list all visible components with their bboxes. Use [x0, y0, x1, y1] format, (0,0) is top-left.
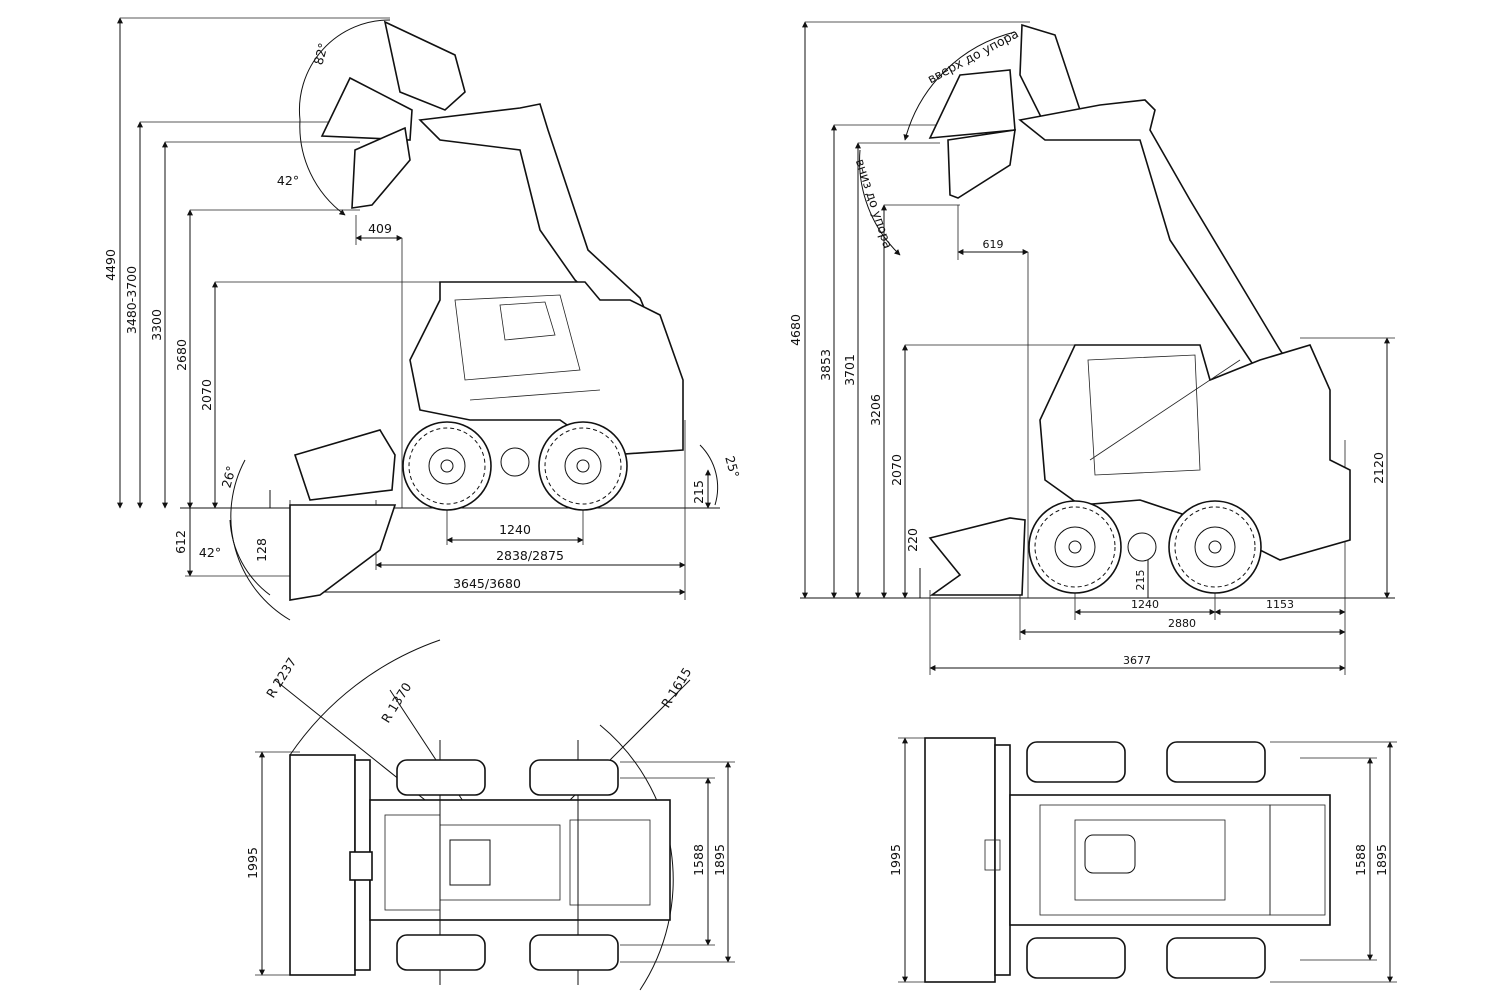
- side-view-right: 4680 3853 3701 3206 2070 220 2120 вверх …: [788, 21, 1395, 675]
- length-label: 1240: [1131, 598, 1159, 611]
- height-label: 2120: [1371, 452, 1386, 484]
- offset-label: 128: [254, 538, 269, 562]
- width-label: 1995: [245, 847, 260, 879]
- angle-label: 42°: [199, 545, 221, 560]
- angle-label: 26°: [219, 464, 239, 489]
- length-label: 3645/3680: [453, 576, 521, 591]
- height-label: 4490: [103, 249, 118, 281]
- top-view-right: 1995 1588 1895: [888, 737, 1397, 983]
- width-label: 1895: [712, 844, 727, 876]
- offset-label: 215: [691, 480, 706, 504]
- length-label: 2838/2875: [496, 548, 564, 563]
- width-label: 1895: [1374, 844, 1389, 876]
- arc-label: вниз до упора: [853, 157, 896, 250]
- height-label: 2070: [889, 454, 904, 486]
- height-label: 3853: [818, 349, 833, 381]
- height-label: 220: [905, 528, 920, 552]
- width-label: 1995: [888, 844, 903, 876]
- length-label: 1240: [499, 522, 531, 537]
- offset-label: 215: [1134, 570, 1147, 591]
- height-label: 4680: [788, 314, 803, 346]
- height-label: 2680: [174, 339, 189, 371]
- height-label: 3701: [842, 354, 857, 386]
- height-label: 3480-3700: [124, 266, 139, 334]
- length-label: 3677: [1123, 654, 1151, 667]
- radius-label: R 1615: [658, 665, 694, 711]
- width-label: 1588: [1353, 844, 1368, 876]
- offset-label: 619: [983, 238, 1004, 251]
- side-view-left: 4490 3480-3700 3300 2680 2070 612 128 21…: [103, 17, 742, 621]
- height-label: 2070: [199, 379, 214, 411]
- angle-label: 42°: [277, 173, 299, 188]
- offset-label: 612: [173, 530, 188, 554]
- length-label: 1153: [1266, 598, 1294, 611]
- height-label: 3206: [868, 394, 883, 426]
- height-label: 3300: [149, 309, 164, 341]
- length-label: 2880: [1168, 617, 1196, 630]
- angle-label: 82°: [311, 41, 331, 66]
- offset-label: 409: [368, 221, 392, 236]
- top-view-left: 1995 1588 1895 R 2237 R 1370 R 1615: [245, 639, 735, 991]
- width-label: 1588: [691, 844, 706, 876]
- radius-label: R 2237: [263, 655, 299, 701]
- angle-label: 25°: [722, 454, 742, 479]
